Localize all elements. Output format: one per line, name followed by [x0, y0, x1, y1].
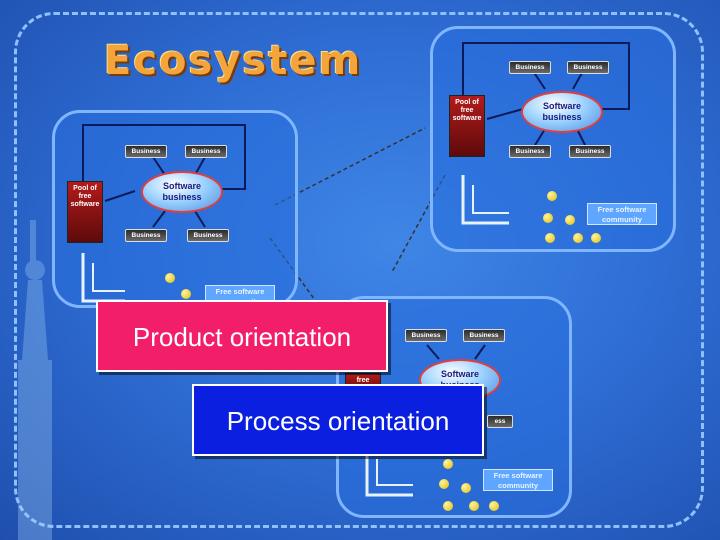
dashed-frame [14, 12, 704, 528]
business-box: Business [509, 61, 551, 74]
business-box: Business [187, 229, 229, 242]
panel-arrows [81, 124, 246, 303]
pool-box: Pool of free software [67, 181, 103, 243]
statue-icon [18, 220, 52, 540]
software-business-node: Software business [141, 171, 223, 213]
community-dot [565, 215, 575, 225]
diagram-panel-left: Pool of free software Business Business … [52, 110, 298, 308]
business-box: Business [463, 329, 505, 342]
panel-arrows [365, 344, 486, 497]
diagram-panel-top-right: Pool of free software Business Business … [430, 26, 676, 252]
business-box: Business [185, 145, 227, 158]
community-dot [591, 233, 601, 243]
community-box: Free software community [587, 203, 657, 225]
community-box: Free software community [483, 469, 553, 491]
pool-box: Pool of free software [449, 95, 485, 157]
business-box-partial: ess [487, 415, 513, 428]
business-box: Business [509, 145, 551, 158]
community-dot [547, 191, 557, 201]
business-box: Business [125, 229, 167, 242]
panel-arrows [461, 42, 630, 225]
community-dot [443, 501, 453, 511]
community-dot [469, 501, 479, 511]
community-dot [543, 213, 553, 223]
business-box: Business [567, 61, 609, 74]
business-box: Business [405, 329, 447, 342]
slide-title: Ecosystem [104, 38, 363, 84]
community-dot [165, 273, 175, 283]
software-business-node: Software business [521, 91, 603, 133]
community-dot [461, 483, 471, 493]
process-orientation-label: Process orientation [192, 384, 484, 456]
business-box: Business [569, 145, 611, 158]
community-dot [545, 233, 555, 243]
product-orientation-label: Product orientation [96, 300, 388, 372]
community-dot [573, 233, 583, 243]
community-dot [443, 459, 453, 469]
business-box: Business [125, 145, 167, 158]
community-dot [181, 289, 191, 299]
community-dot [489, 501, 499, 511]
community-dot [439, 479, 449, 489]
